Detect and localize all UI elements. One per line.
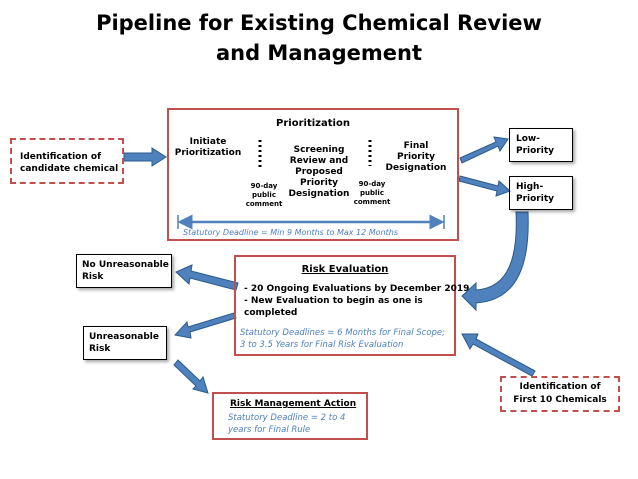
arrow-to-no-unreasonable-risk [175, 264, 239, 291]
public-comment-1: 90-day public comment [245, 182, 283, 208]
identification-first10-line1: Identification of [519, 382, 601, 392]
identification-first10-line2: First 10 Chemicals [513, 395, 607, 405]
risk-evaluation-heading: Risk Evaluation [301, 264, 389, 275]
arrow-to-unreasonable-risk [174, 312, 237, 339]
arrow-first10-to-risk-evaluation [461, 333, 536, 377]
risk-evaluation-deadline-line2: 3 to 3.5 Years for Final Risk Evaluation [240, 340, 404, 350]
title-line-1: Pipeline for Existing Chemical Review [96, 11, 542, 35]
risk-evaluation-box: Risk Evaluation - 20 Ongoing Evaluations… [234, 255, 469, 356]
risk-evaluation-bullet-1: - 20 Ongoing Evaluations by December 201… [244, 284, 470, 294]
high-priority-box: High- Priority [509, 176, 573, 210]
risk-management-heading: Risk Management Action [230, 399, 357, 409]
risk-evaluation-deadline-line1: Statutory Deadlines = 6 Months for Final… [240, 328, 446, 338]
prioritization-heading: Prioritization [276, 118, 350, 129]
high-priority-line2: Priority [516, 194, 554, 204]
arrow-to-low-priority [459, 136, 509, 164]
no-unreasonable-risk-box: No Unreasonable Risk [76, 254, 172, 288]
identification-candidate-box: Identification of candidate chemical [10, 138, 124, 184]
page-title: Pipeline for Existing Chemical Review an… [0, 8, 638, 68]
unreasonable-risk-box: Unreasonable Risk [83, 326, 167, 360]
prioritization-deadline: Statutory Deadline = Min 9 Months to Max… [183, 228, 398, 237]
arrow-to-high-priority [458, 175, 511, 197]
risk-evaluation-bullet-2-line2: completed [244, 308, 298, 318]
title-line-2: and Management [215, 41, 423, 65]
arrow-candidate-to-prioritization [123, 147, 167, 167]
initiate-prioritization: Initiate Prioritization [174, 137, 242, 158]
risk-management-box: Risk Management Action Statutory Deadlin… [212, 392, 368, 440]
risk-management-deadline-line2: years for Final Rule [228, 425, 311, 435]
no-unreasonable-risk-line1: No Unreasonable [82, 260, 169, 270]
low-priority-box: Low- Priority [509, 128, 573, 162]
high-priority-line1: High- [516, 182, 544, 192]
final-priority-designation: Final Priority Designation [385, 141, 447, 173]
prioritization-box: Prioritization Initiate Prioritization 9… [167, 108, 459, 241]
no-unreasonable-risk-line2: Risk [82, 272, 104, 282]
arrow-to-risk-management [173, 359, 209, 394]
screening-review: Screening Review and Proposed Priority D… [288, 145, 350, 199]
identification-first10-box: Identification of First 10 Chemicals [500, 376, 620, 412]
low-priority-line1: Low- [516, 134, 540, 144]
identification-candidate-line1: Identification of [20, 152, 101, 162]
identification-candidate-line2: candidate chemical [20, 164, 119, 174]
risk-evaluation-bullet-2-line1: - New Evaluation to begin as one is [244, 296, 423, 306]
risk-management-deadline-line1: Statutory Deadline = 2 to 4 [228, 413, 346, 423]
unreasonable-risk-line2: Risk [89, 344, 111, 354]
arrow-high-priority-to-risk-evaluation [461, 211, 529, 312]
unreasonable-risk-line1: Unreasonable [89, 332, 159, 342]
public-comment-2: 90-day public comment [353, 180, 391, 206]
low-priority-line2: Priority [516, 146, 554, 156]
